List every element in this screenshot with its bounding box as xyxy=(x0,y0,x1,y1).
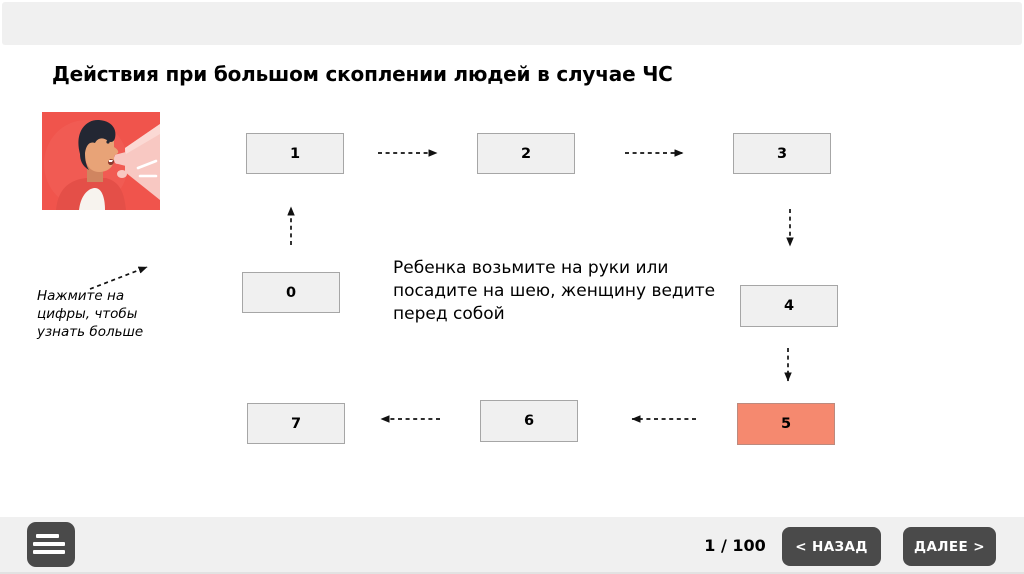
flow-node-7[interactable]: 7 xyxy=(247,403,345,444)
menu-button[interactable] xyxy=(27,522,75,567)
back-button[interactable]: < НАЗАД xyxy=(782,527,881,566)
bottom-toolbar: 1 / 100 < НАЗАД ДАЛЕЕ > xyxy=(0,517,1024,574)
flow-node-0[interactable]: 0 xyxy=(242,272,340,313)
hint-line: цифры, чтобы xyxy=(37,306,138,322)
description-line: посадите на шею, женщину ведите xyxy=(393,281,716,301)
description-line: Ребенка возьмите на руки или xyxy=(393,258,669,278)
hint-pointer-arrow xyxy=(89,266,148,290)
step-description: Ребенка возьмите на руки или посадите на… xyxy=(393,257,715,326)
slide-title: Действия при большом скоплении людей в с… xyxy=(52,62,673,86)
flow-node-2[interactable]: 2 xyxy=(477,133,575,174)
hint-text: Нажмите на цифры, чтобы узнать больше xyxy=(37,287,143,341)
next-button[interactable]: ДАЛЕЕ > xyxy=(903,527,996,566)
description-line: перед собой xyxy=(393,304,505,324)
flow-node-4[interactable]: 4 xyxy=(740,285,838,327)
megaphone-illustration xyxy=(42,112,160,210)
page-indicator: 1 / 100 xyxy=(704,536,766,555)
hamburger-icon xyxy=(27,522,75,567)
top-toolbar xyxy=(2,2,1022,45)
flow-node-1[interactable]: 1 xyxy=(246,133,344,174)
flow-node-5-highlighted[interactable]: 5 xyxy=(737,403,835,445)
flow-node-6[interactable]: 6 xyxy=(480,400,578,442)
flow-node-3[interactable]: 3 xyxy=(733,133,831,174)
man-shouting-megaphone-icon xyxy=(42,112,160,210)
hint-line: Нажмите на xyxy=(37,288,125,304)
hint-line: узнать больше xyxy=(37,324,144,340)
